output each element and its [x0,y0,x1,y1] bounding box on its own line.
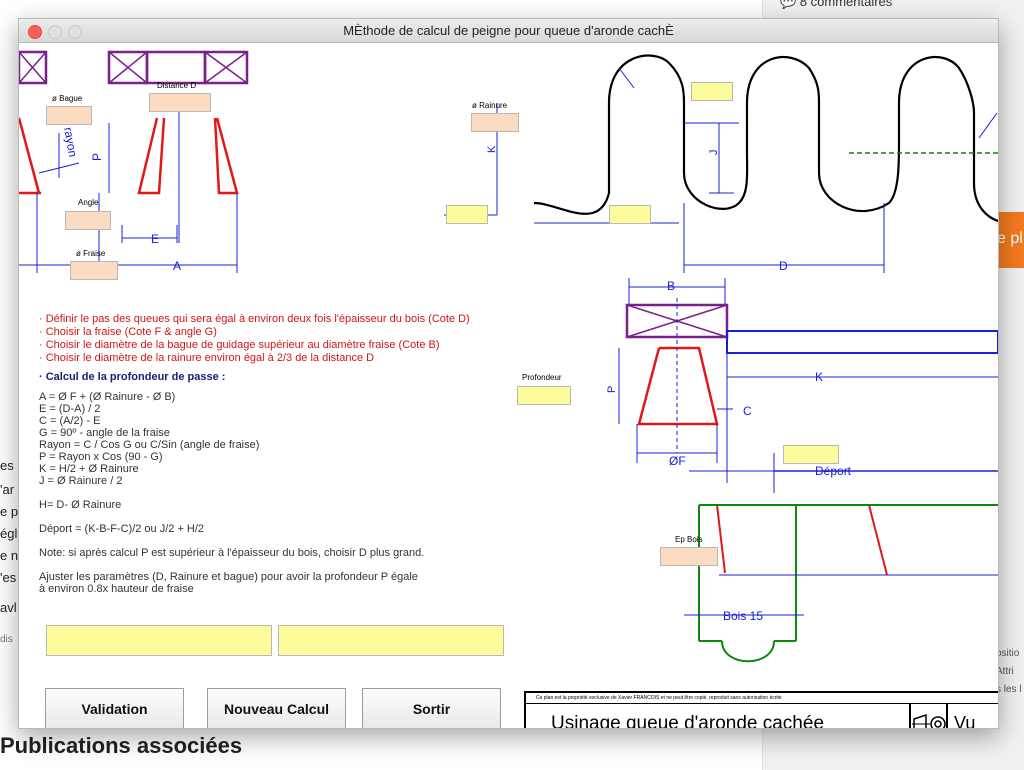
background-orange-button[interactable]: e pl [997,212,1024,268]
label-fraise: ø Fraise [76,249,106,258]
new-calculation-button[interactable]: Nouveau Calcul [207,688,346,728]
orange-button-label: e pl [997,230,1023,247]
background-text-fragment: égl [0,526,18,541]
background-text-fragment: dis [0,634,13,645]
drawing-canvas: E A P rayon K J D [19,43,998,728]
background-text-fragment: e p [0,504,19,519]
label-f: ØF [669,454,686,468]
formula-deport: Déport = (K-B-F-C)/2 ou J/2 + H/2 [39,523,205,535]
projection-symbol-icon [912,713,946,728]
j-result [691,82,733,101]
background-text-fragment: e n [0,548,19,563]
label-b: B [667,279,675,293]
minimize-window-button[interactable] [48,25,62,39]
result-field-2 [278,625,504,656]
background-text-fragment: 'es [0,570,17,585]
background-text-fragment: s les l [996,684,1022,695]
rainure-field[interactable] [471,113,519,132]
label-a: A [173,259,181,273]
formula-line: K = H/2 + Ø Rainure [39,463,139,475]
validation-button[interactable]: Validation [45,688,184,728]
label-rayon: rayon [61,126,80,158]
top-left-drawing: E A P rayon [19,50,249,273]
result-field-1 [46,625,272,656]
cross-section-drawing: B P ØF C K Dépor [606,278,998,663]
background-text-fragment: ositio [996,648,1020,659]
formula-line: A = Ø F + (Ø Rainure - Ø B) [39,391,176,403]
label-k-left: K [486,145,498,153]
deport-result [783,445,839,464]
comments-count[interactable]: 💬 8 commentaires [780,0,893,9]
formula-note: Note: si après calcul P est supérieur à … [39,547,425,559]
label-p-right: P [606,386,618,393]
formula-adjust: Ajuster les paramètres (D, Rainure et ba… [39,571,418,583]
window-titlebar[interactable]: MÈthode de calcul de peigne pour queue d… [19,19,998,43]
label-j: J [708,150,720,156]
formulas-block: · Calcul de la profondeur de passe : A =… [39,371,424,595]
technical-drawing: E A P rayon K J D [19,50,998,663]
instruction-line: · Choisir le diamètre de la rainure envi… [39,352,375,364]
copyright-notice: Ce plan est la propriété exclusive de Xa… [536,695,782,701]
title-block: Ce plan est la propriété exclusive de Xa… [524,691,998,729]
drawing-version: Vu [954,713,976,729]
label-rainure: ø Rainure [472,101,508,110]
label-k: K [815,370,823,384]
formula-h: H= D- Ø Rainure [39,499,122,511]
label-c: C [743,404,752,418]
formula-line: P = Rayon x Cos (90 - G) [39,451,163,463]
angle-field[interactable] [65,211,111,230]
formulas-heading: · Calcul de la profondeur de passe : [39,371,226,383]
background-text-fragment: 'ar [0,482,15,497]
instruction-line: · Choisir la fraise (Cote F & angle G) [39,326,217,338]
instruction-line: · Choisir le diamètre de la bague de gui… [39,339,440,351]
related-posts-heading: Publications associées [0,733,243,758]
label-angle: Angle [78,198,99,207]
background-text-fragment: Attri [996,666,1014,677]
calculator-window: MÈthode de calcul de peigne pour queue d… [18,18,999,729]
label-p: P [90,153,104,161]
formula-line: E = (D-A) / 2 [39,403,101,415]
label-bois15: Bois 15 [723,609,763,623]
ep-bois-field[interactable] [660,547,718,566]
window-title: MÈthode de calcul de peigne pour queue d… [343,23,674,38]
label-ep-bois: Ep Bois [675,535,703,544]
profondeur-result [517,386,571,405]
formula-line: J = Ø Rainure / 2 [39,475,123,487]
h-result [609,205,651,224]
background-text-fragment: avl [0,600,17,615]
label-bague: ø Bague [52,94,83,103]
background-text-fragment: es [0,458,14,473]
formula-line: G = 90º - angle de la fraise [39,427,170,439]
formula-adjust: à environ 0.8x hauteur de fraise [39,583,194,595]
formula-line: C = (A/2) - E [39,415,101,427]
label-deport: Déport [815,464,852,478]
maximize-window-button[interactable] [68,25,82,39]
k-result [446,205,488,224]
instructions: · Définir le pas des queues qui sera éga… [39,313,470,365]
exit-button[interactable]: Sortir [362,688,501,728]
bague-field[interactable] [46,106,92,125]
instruction-line: · Définir le pas des queues qui sera éga… [39,313,470,325]
label-distance-d: Distance D [157,81,197,90]
label-e: E [151,232,159,246]
distance-d-field[interactable] [149,93,211,112]
label-profondeur: Profondeur [522,373,562,382]
close-window-button[interactable] [28,25,42,39]
drawing-title: Usinage queue d'aronde cachée [551,713,825,729]
formula-line: Rayon = C / Cos G ou C/Sin (angle de fra… [39,439,260,451]
fraise-field[interactable] [70,261,118,280]
label-d: D [779,259,788,273]
